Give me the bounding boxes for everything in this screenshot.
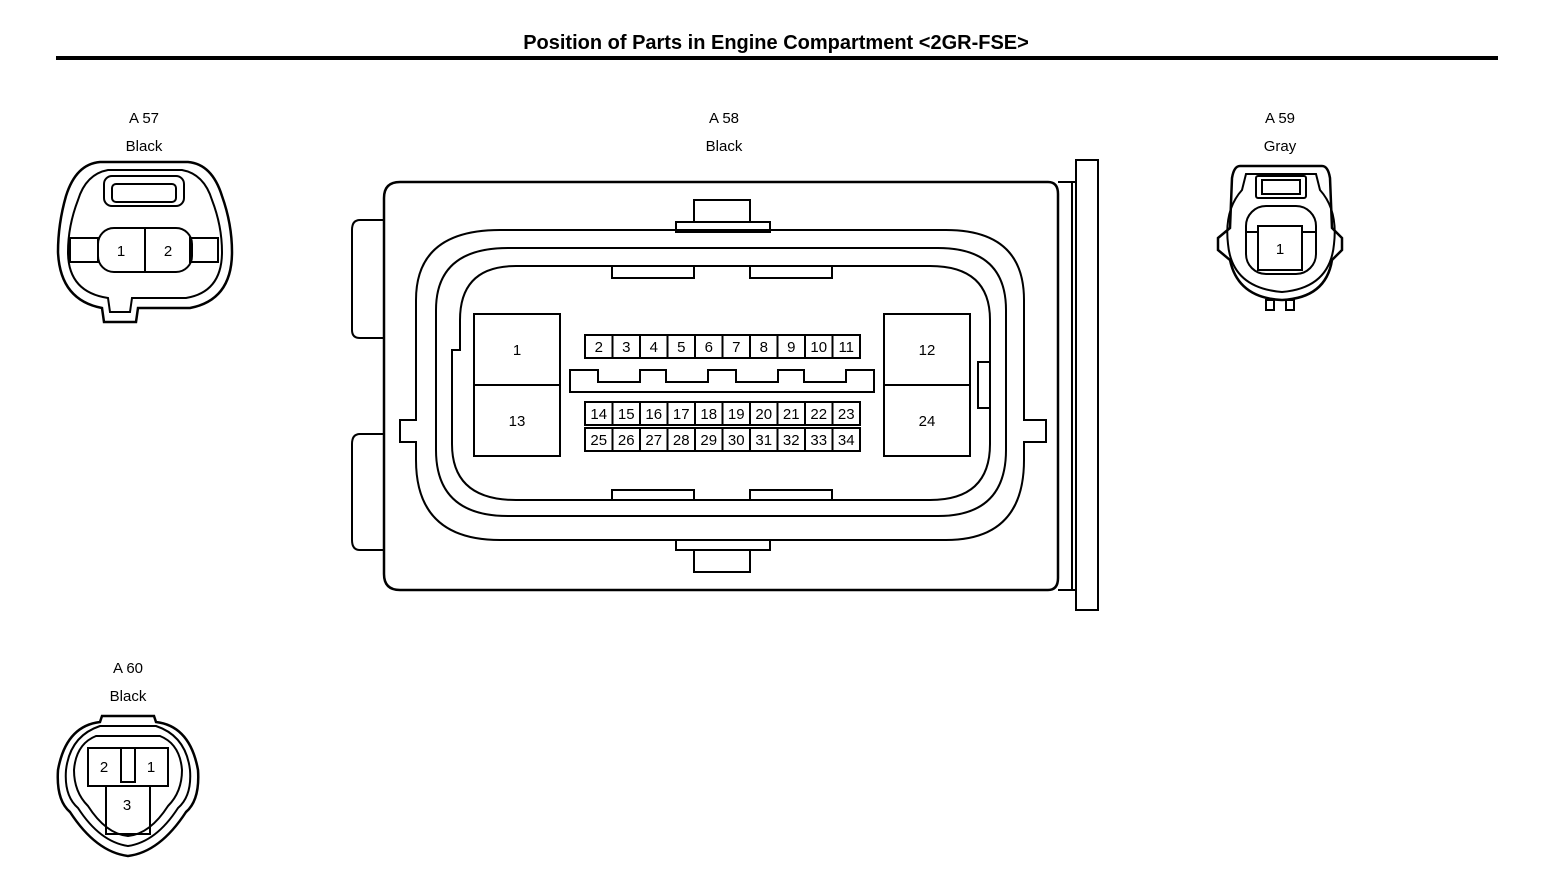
connector-a59: 1: [1216, 164, 1344, 311]
a58-pin-26: 26: [618, 432, 635, 449]
a59-pin-1: 1: [1276, 241, 1284, 258]
a58-pin-10: 10: [810, 339, 827, 356]
a58-pin-24: 24: [919, 413, 936, 430]
connector-a57: 1 2: [56, 160, 234, 324]
a60-pin-3: 3: [123, 797, 131, 814]
a58-pin-6: 6: [705, 339, 713, 356]
a58-pin-34: 34: [838, 432, 855, 449]
a58-pin-28: 28: [673, 432, 690, 449]
a57-pin-2: 2: [164, 243, 172, 260]
a58-pin-23: 23: [838, 406, 855, 423]
a58-pin-13: 13: [509, 413, 526, 430]
a58-pin-32: 32: [783, 432, 800, 449]
a58-pin-21: 21: [783, 406, 800, 423]
a58-pin-31: 31: [755, 432, 772, 449]
a60-color-label: Black: [109, 688, 147, 705]
a58-pin-20: 20: [755, 406, 772, 423]
a58-code-label: A 58: [708, 110, 740, 127]
a58-color-label: Black: [705, 138, 743, 155]
a58-pin-8: 8: [760, 339, 768, 356]
a58-pin-30: 30: [728, 432, 745, 449]
title-underline: [56, 56, 1498, 60]
a58-pin-7: 7: [732, 339, 740, 356]
a59-code-label: A 59: [1264, 110, 1296, 127]
a57-color-label: Black: [125, 138, 163, 155]
a58-pin-33: 33: [810, 432, 827, 449]
a58-pin-cell: [831, 401, 861, 426]
a60-pin-1: 1: [147, 759, 155, 776]
a58-pin-1: 1: [513, 342, 521, 359]
a60-pin-2: 2: [100, 759, 108, 776]
a58-pin-9: 9: [787, 339, 795, 356]
a58-pin-19: 19: [728, 406, 745, 423]
a58-pin-cell: [831, 427, 861, 452]
a58-pin-14: 14: [590, 406, 607, 423]
connector-a60: 2 1 3: [56, 714, 200, 858]
a58-pin-2: 2: [595, 339, 603, 356]
a58-pin-22: 22: [810, 406, 827, 423]
a58-pin-17: 17: [673, 406, 690, 423]
a58-pin-18: 18: [700, 406, 717, 423]
a58-pin-25: 25: [590, 432, 607, 449]
a58-pin-11: 11: [838, 339, 854, 356]
a58-pin-16: 16: [645, 406, 662, 423]
a58-pin-12: 12: [919, 342, 936, 359]
a58-pin-4: 4: [650, 339, 658, 356]
a60-code-label: A 60: [112, 660, 144, 677]
a58-pin-29: 29: [700, 432, 717, 449]
a58-pin-15: 15: [618, 406, 635, 423]
page-title: Position of Parts in Engine Compartment …: [523, 32, 1029, 54]
a58-pin-cell: [831, 334, 861, 359]
a59-color-label: Gray: [1263, 138, 1297, 155]
a57-code-label: A 57: [128, 110, 160, 127]
a57-pin-1: 1: [117, 243, 125, 260]
a58-pin-3: 3: [622, 339, 630, 356]
a58-pin-5: 5: [677, 339, 685, 356]
a58-pin-27: 27: [645, 432, 662, 449]
